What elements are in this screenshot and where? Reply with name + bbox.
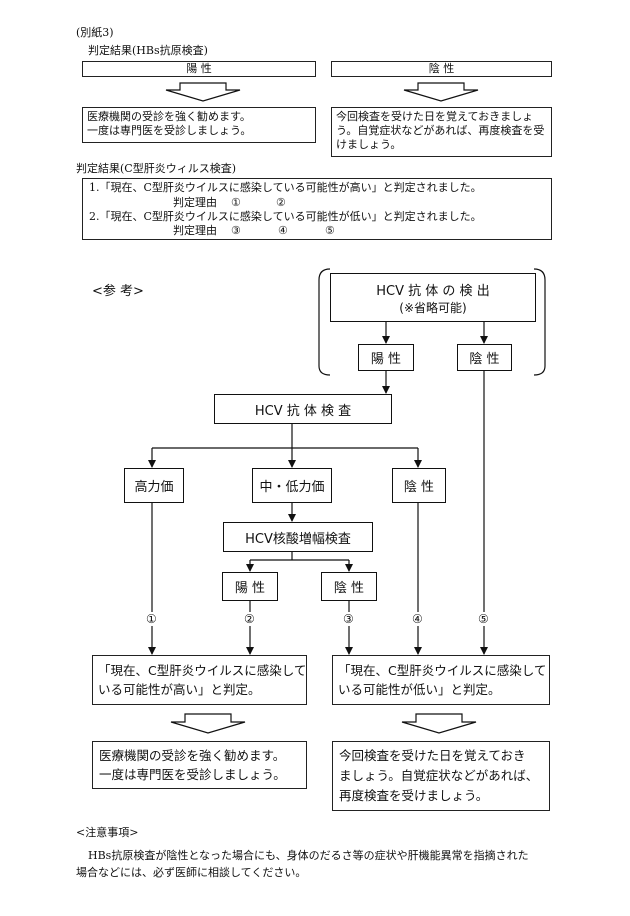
result-low-box: 「現在、C型肝炎ウイルスに感染して いる可能性が低い」と判定。 [332, 655, 550, 705]
omit-note: (※省略可能) [399, 300, 467, 315]
hbs-negative-header: 陰 性 [331, 61, 552, 77]
hcv-reason-1-label: 判定理由 [173, 196, 217, 209]
result-high-line: いる可能性が高い」と判定。 [98, 682, 261, 697]
hcv-reason-2-b: ④ [278, 224, 288, 237]
advice-high-line: 医療機関の受診を強く勧めます。 [99, 748, 286, 763]
attachment-label: (別紙3) [76, 26, 114, 39]
hcv-reason-2-c: ⑤ [325, 224, 335, 237]
hbs-negative-line: 今回検査を受けた日を覚えておきましょ [336, 110, 534, 123]
marker-5: ⑤ [478, 612, 489, 626]
negative-box-3: 陰 性 [321, 572, 377, 601]
left-bracket [318, 268, 331, 376]
hbs-negative-message: 今回検査を受けた日を覚えておきましょ う。自覚症状などがあれば、再度検査を受 け… [331, 107, 552, 157]
reference-label: <参 考> [92, 284, 144, 299]
notes-line-1: HBs抗原検査が陰性となった場合にも、身体のだるさ等の症状や肝機能異常を指摘され… [88, 849, 529, 862]
hcv-line-2: 2.「現在、C型肝炎ウイルスに感染している可能性が低い」と判定されました。 [89, 210, 482, 223]
notes-title: <注意事項> [76, 826, 139, 839]
hcv-reason-1-a: ① [231, 196, 241, 209]
hbs-negative-line: けましょう。 [336, 138, 402, 151]
hbs-result-title: 判定結果(HBs抗原検査) [88, 44, 208, 57]
high-titer-box: 高力価 [124, 468, 184, 503]
advice-high-box: 医療機関の受診を強く勧めます。 一度は専門医を受診しましょう。 [92, 741, 307, 789]
hollow-arrow-icon [403, 82, 479, 102]
hcv-line-1: 1.「現在、C型肝炎ウイルスに感染している可能性が高い」と判定されました。 [89, 181, 482, 194]
hollow-arrow-icon [170, 713, 246, 734]
hollow-arrow-icon [165, 82, 241, 102]
negative-box-1: 陰 性 [457, 344, 512, 371]
negative-box-2: 陰 性 [392, 468, 446, 503]
hcv-result-box: 1.「現在、C型肝炎ウイルスに感染している可能性が高い」と判定されました。 判定… [82, 178, 552, 240]
marker-3: ③ [343, 612, 354, 626]
hcv-result-title: 判定結果(C型肝炎ウィルス検査) [76, 162, 236, 175]
result-high-box: 「現在、C型肝炎ウイルスに感染して いる可能性が高い」と判定。 [92, 655, 307, 705]
advice-high-line: 一度は専門医を受診しましょう。 [99, 767, 286, 782]
hcv-antibody-detection-box: HCV 抗 体 の 検 出 (※省略可能) [330, 273, 536, 322]
mid-low-titer-box: 中・低力価 [252, 468, 332, 503]
hcv-antibody-detection-text: HCV 抗 体 の 検 出 [376, 283, 490, 299]
advice-low-line: 今回検査を受けた日を覚えておき [339, 748, 526, 763]
hollow-arrow-icon [401, 713, 477, 734]
advice-low-box: 今回検査を受けた日を覚えておき ましょう。自覚症状などがあれば、 再度検査を受け… [332, 741, 550, 811]
positive-box-2: 陽 性 [222, 572, 278, 601]
hbs-positive-line: 一度は専門医を受診しましょう。 [87, 124, 252, 137]
positive-box-1: 陽 性 [358, 344, 414, 371]
result-low-line: いる可能性が低い」と判定。 [338, 682, 501, 697]
hcv-reason-2-label: 判定理由 [173, 224, 217, 237]
hbs-positive-message: 医療機関の受診を強く勧めます。 一度は専門医を受診しましょう。 [82, 107, 316, 143]
hbs-positive-header: 陽 性 [82, 61, 316, 77]
advice-low-line: 再度検査を受けましょう。 [339, 788, 489, 803]
result-high-line: 「現在、C型肝炎ウイルスに感染して [98, 663, 307, 678]
hbs-positive-line: 医療機関の受診を強く勧めます。 [87, 110, 251, 123]
marker-1: ① [146, 612, 157, 626]
advice-low-line: ましょう。自覚症状などがあれば、 [339, 768, 539, 783]
right-bracket [533, 268, 546, 376]
hcv-reason-2-a: ③ [231, 224, 241, 237]
notes-line-2: 場合などには、必ず医師に相談してください。 [76, 866, 307, 879]
marker-2: ② [244, 612, 255, 626]
hbs-negative-line: う。自覚症状などがあれば、再度検査を受 [336, 124, 545, 137]
hcv-antibody-test-box: HCV 抗 体 検 査 [214, 394, 392, 424]
result-low-line: 「現在、C型肝炎ウイルスに感染して [338, 663, 547, 678]
hcv-nat-test-box: HCV核酸増幅検査 [223, 522, 373, 552]
hcv-reason-1-b: ② [276, 196, 286, 209]
marker-4: ④ [412, 612, 423, 626]
